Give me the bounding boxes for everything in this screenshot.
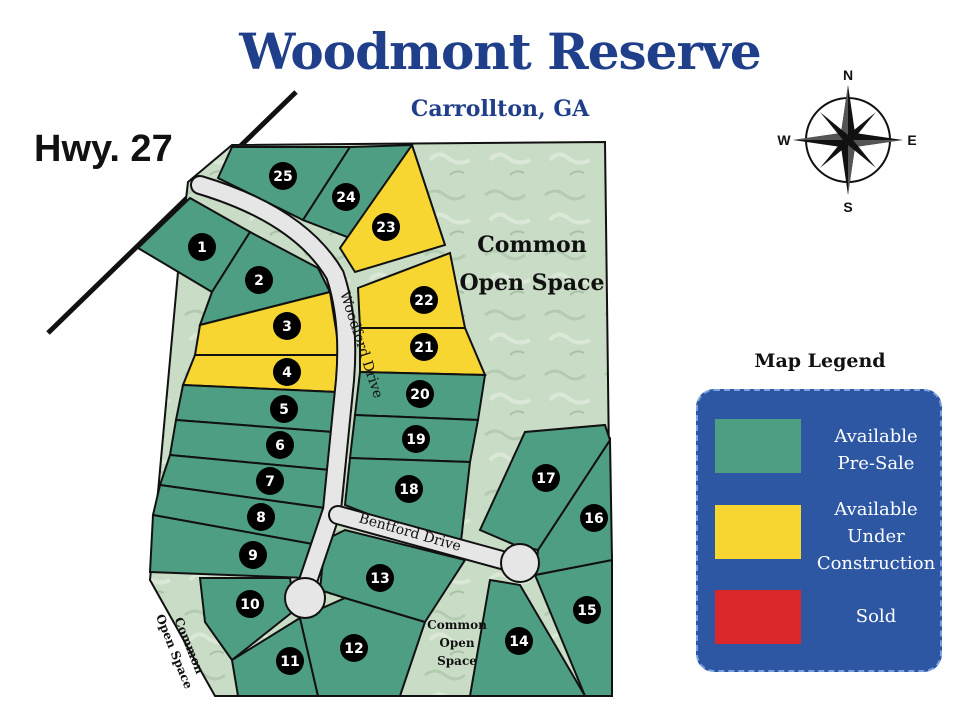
legend-line: Construction <box>816 553 936 574</box>
legend-line: Sold <box>855 606 897 627</box>
legend-swatch-under-construction <box>715 505 801 559</box>
lot-marker-12[interactable]: 12 <box>340 634 368 662</box>
lot-number: 9 <box>248 548 258 564</box>
legend-label-sold: Sold <box>806 603 946 630</box>
map-legend: Available Pre-Sale Available Under Const… <box>696 389 942 672</box>
legend-swatch-available-presale <box>715 419 801 473</box>
lot-marker-20[interactable]: 20 <box>406 380 434 408</box>
lot-marker-6[interactable]: 6 <box>266 431 294 459</box>
compass-south: S <box>843 199 852 215</box>
compass-west: W <box>777 132 791 148</box>
lot-number: 7 <box>265 474 275 490</box>
lot-number: 20 <box>410 387 430 403</box>
map-subtitle: Carrollton, GA <box>410 96 590 122</box>
lot-23-parcel[interactable] <box>338 142 447 274</box>
lot-number: 11 <box>280 654 299 670</box>
map-title: Woodmont Reserve <box>239 22 761 81</box>
lot-marker-22[interactable]: 22 <box>410 286 438 314</box>
lot-number: 25 <box>273 169 292 185</box>
lot-marker-23[interactable]: 23 <box>372 213 400 241</box>
open-space-main-line2: Open Space <box>459 270 604 296</box>
lot-marker-25[interactable]: 25 <box>269 162 297 190</box>
lot-number: 22 <box>414 293 433 309</box>
open-space-center-line1: Common <box>427 618 487 632</box>
lot-number: 15 <box>577 603 596 619</box>
lot-number: 13 <box>370 571 389 587</box>
lot-marker-4[interactable]: 4 <box>273 358 301 386</box>
legend-swatch-sold <box>715 590 801 644</box>
lot-number: 23 <box>376 220 395 236</box>
compass-east: E <box>907 132 916 148</box>
lot-marker-14[interactable]: 14 <box>505 627 533 655</box>
lot-number: 10 <box>240 597 260 613</box>
lot-number: 6 <box>275 438 285 454</box>
lot-number: 2 <box>254 273 264 289</box>
legend-line: Pre-Sale <box>837 453 915 474</box>
lot-number: 16 <box>584 511 603 527</box>
roads <box>190 175 540 619</box>
bentford-drive-road <box>330 507 528 573</box>
lot-10-parcel[interactable] <box>198 577 297 662</box>
lot-marker-18[interactable]: 18 <box>395 475 423 503</box>
lot-number: 3 <box>282 319 292 335</box>
lot-marker-9[interactable]: 9 <box>239 541 267 569</box>
lot-marker-19[interactable]: 19 <box>402 425 430 453</box>
lot-number: 17 <box>536 471 555 487</box>
highway-line <box>46 90 298 335</box>
legend-label-under-construction: Available Under Construction <box>806 496 946 577</box>
lot-marker-17[interactable]: 17 <box>532 464 560 492</box>
lot-marker-21[interactable]: 21 <box>410 333 438 361</box>
lot-number: 19 <box>406 432 425 448</box>
lot-marker-11[interactable]: 11 <box>276 647 304 675</box>
legend-line: Available <box>834 499 918 520</box>
compass-north: N <box>843 67 853 83</box>
legend-line: Under <box>847 526 905 547</box>
lot-marker-10[interactable]: 10 <box>236 590 264 618</box>
lot-marker-15[interactable]: 15 <box>573 596 601 624</box>
legend-line: Available <box>834 426 918 447</box>
lot-marker-8[interactable]: 8 <box>247 503 275 531</box>
lot-number: 1 <box>197 240 207 256</box>
legend-title: Map Legend <box>754 350 886 372</box>
legend-label-available-presale: Available Pre-Sale <box>806 423 946 477</box>
lot-number: 24 <box>336 190 356 206</box>
woodford-drive-road <box>192 177 355 598</box>
lot-marker-24[interactable]: 24 <box>332 183 360 211</box>
lot-marker-13[interactable]: 13 <box>366 564 394 592</box>
lot-marker-7[interactable]: 7 <box>256 467 284 495</box>
lot-marker-3[interactable]: 3 <box>273 312 301 340</box>
cul-de-sac-bentford <box>500 543 540 583</box>
cul-de-sac-woodford <box>284 577 326 619</box>
lot-number: 4 <box>282 365 292 381</box>
lot-number: 8 <box>256 510 266 526</box>
lot-marker-5[interactable]: 5 <box>270 395 298 423</box>
lot-number: 12 <box>344 641 363 657</box>
open-space-center-line2: Open <box>439 636 474 650</box>
highway-label: Hwy. 27 <box>34 128 173 170</box>
lot-number: 18 <box>399 482 418 498</box>
open-space-main-line1: Common <box>477 232 586 258</box>
lot-number: 14 <box>509 634 529 650</box>
lot-number: 5 <box>279 402 289 418</box>
lot-number: 21 <box>414 340 433 356</box>
lot-marker-1[interactable]: 1 <box>188 233 216 261</box>
lot-marker-2[interactable]: 2 <box>245 266 273 294</box>
lot-marker-16[interactable]: 16 <box>580 504 608 532</box>
open-space-center-line3: Space <box>437 654 477 668</box>
compass-rose-icon: N S E W <box>777 67 916 215</box>
